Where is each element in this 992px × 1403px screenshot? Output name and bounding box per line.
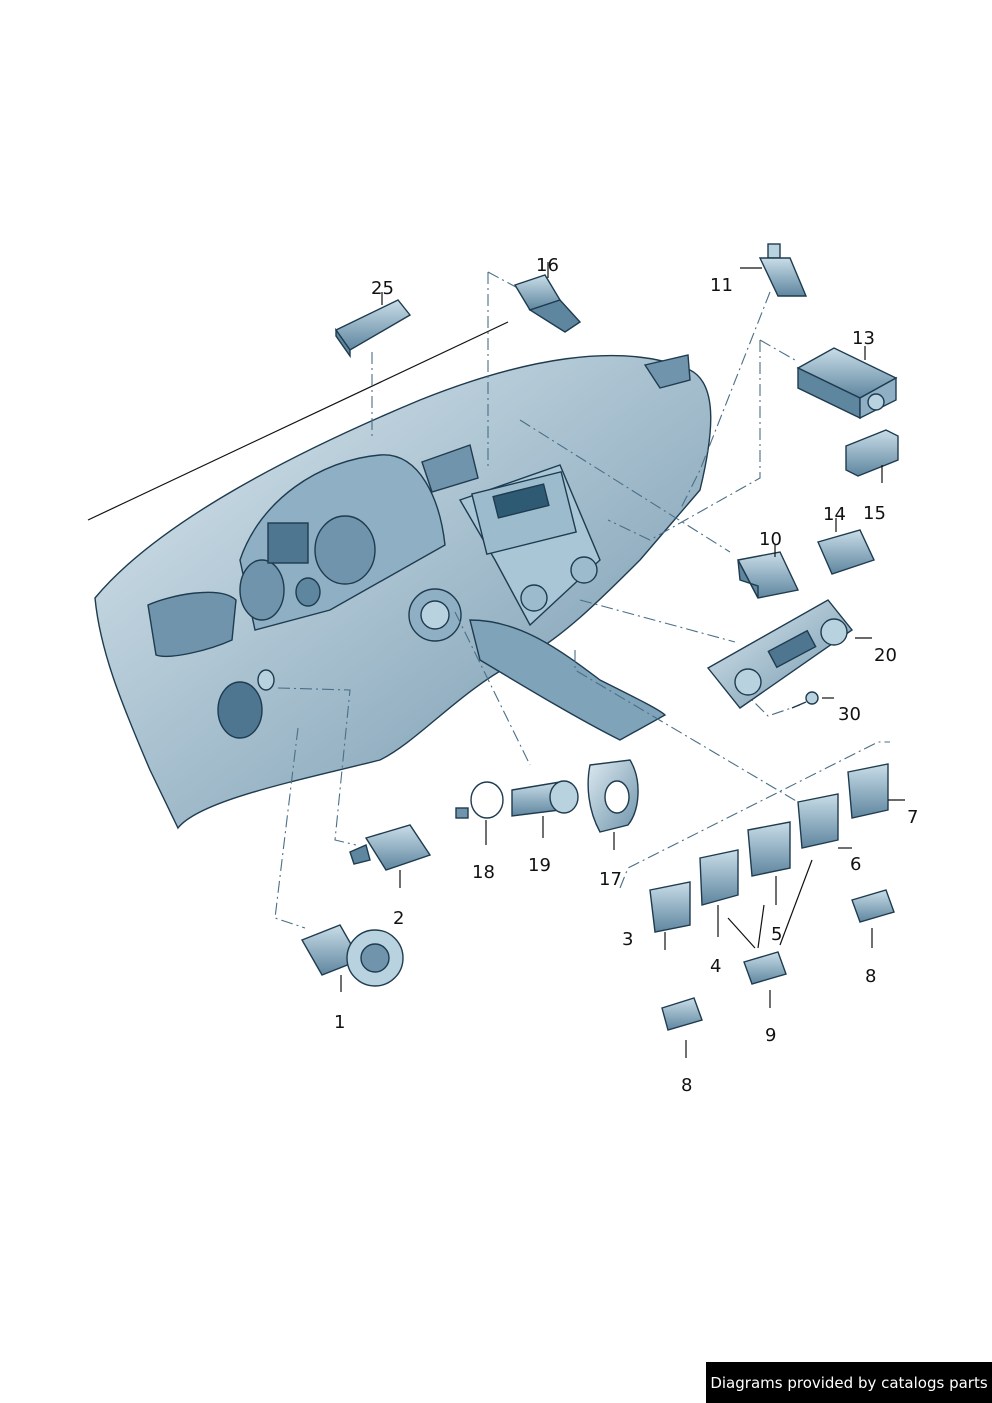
callout-19: 19 (528, 855, 551, 876)
light-switch-recess (217, 669, 275, 739)
part-18-ring (455, 781, 504, 819)
part-14-switch (817, 529, 875, 575)
part-2-switch (349, 824, 432, 871)
callout-2: 2 (393, 908, 404, 929)
air-vents (147, 354, 691, 657)
callout-7: 7 (907, 807, 918, 828)
part-19-ignition-lock (511, 780, 579, 817)
callout-16: 16 (536, 255, 559, 276)
callout-14: 14 (823, 504, 846, 525)
credit-text: Diagrams provided by catalogs parts (710, 1373, 988, 1392)
callout-6: 6 (850, 854, 861, 875)
credit-banner: Diagrams provided by catalogs parts (706, 1362, 992, 1403)
callout-8-lower: 8 (681, 1075, 692, 1096)
leader-lines (340, 262, 905, 1058)
callout-labels: 1 2 3 4 5 6 7 8 8 9 10 11 13 14 15 16 17… (334, 255, 918, 1096)
part-1-headlight-switch (300, 924, 404, 987)
part-16-switch-module (513, 274, 582, 333)
radio-unit (471, 470, 577, 556)
button-switches (649, 763, 889, 933)
callout-4: 4 (710, 956, 721, 977)
callout-13: 13 (852, 328, 875, 349)
callout-8-right: 8 (865, 966, 876, 987)
callout-30: 30 (838, 704, 861, 725)
callout-20: 20 (874, 645, 897, 666)
steering-column-hub (408, 588, 462, 642)
button-blanks (661, 889, 895, 1031)
part-10-switch (736, 551, 800, 599)
callout-11: 11 (710, 275, 733, 296)
part-20-climate-control-unit (706, 599, 854, 709)
callout-3: 3 (622, 929, 633, 950)
callout-5: 5 (771, 924, 782, 945)
part-17-trim-ring (587, 759, 639, 833)
instrument-cluster-gauges (239, 515, 376, 621)
climate-knobs (520, 556, 598, 612)
part-13-switch-housing (796, 347, 898, 420)
part-25-trim-strip (334, 299, 412, 359)
callout-1: 1 (334, 1012, 345, 1033)
dashboard-panel (94, 354, 712, 830)
callout-10: 10 (759, 529, 782, 550)
callout-15: 15 (863, 503, 886, 524)
part-30-screw (791, 691, 819, 709)
callout-18: 18 (472, 862, 495, 883)
part-11-sensor (758, 243, 808, 297)
part-15-cover (845, 429, 899, 477)
callout-25: 25 (371, 278, 394, 299)
callout-17: 17 (599, 869, 622, 890)
callout-9: 9 (765, 1025, 776, 1046)
